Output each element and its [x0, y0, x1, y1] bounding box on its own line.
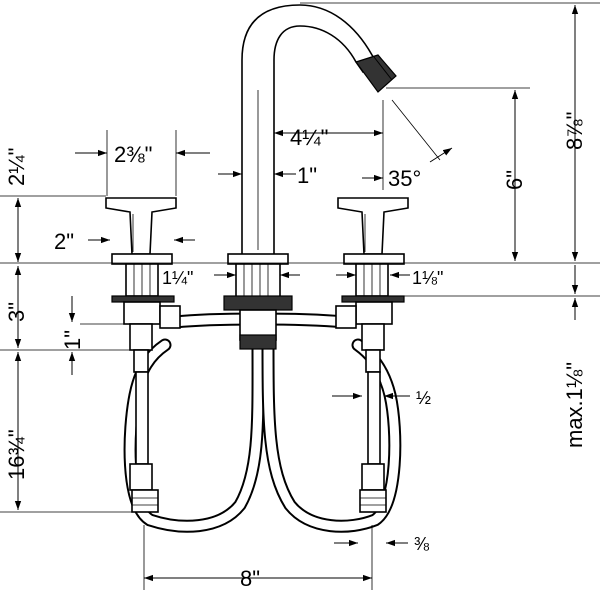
dimension-labels: 2⅜" 4¼" 1" 35° 2" 1¼" 1⅛" ½ ⅜ 8" 2¼" 3" …: [4, 112, 587, 591]
handle-base-label: 2": [54, 229, 74, 254]
valve-offset-label: 1": [60, 330, 85, 350]
half-inch-label: ½: [416, 388, 431, 408]
left-handle: [105, 197, 181, 513]
spout-shank-label: 1¼": [162, 268, 193, 288]
valve-body-label: 3": [4, 302, 29, 322]
handle-width-label: 2⅜": [114, 142, 152, 167]
three-eighths-label: ⅜: [414, 534, 430, 554]
max-deck-label: max.1⅛": [562, 362, 587, 448]
total-height-label: 8⅞": [562, 112, 587, 150]
supply-hoses: [123, 312, 402, 533]
right-handle: [335, 197, 409, 513]
supply-length-label: 16¾": [4, 429, 29, 480]
handle-shank-label: 1⅛": [412, 268, 443, 288]
spout-angle-label: 35°: [388, 166, 421, 191]
dimension-arrows: [14, 5, 579, 582]
spout-reach-label: 4¼": [290, 125, 328, 150]
spread-label: 8": [240, 566, 260, 591]
handle-height-label: 2¼": [4, 148, 29, 186]
spout-base-label: 1": [297, 163, 317, 188]
spout: [223, 4, 397, 350]
spout-height-label: 6": [502, 170, 527, 190]
